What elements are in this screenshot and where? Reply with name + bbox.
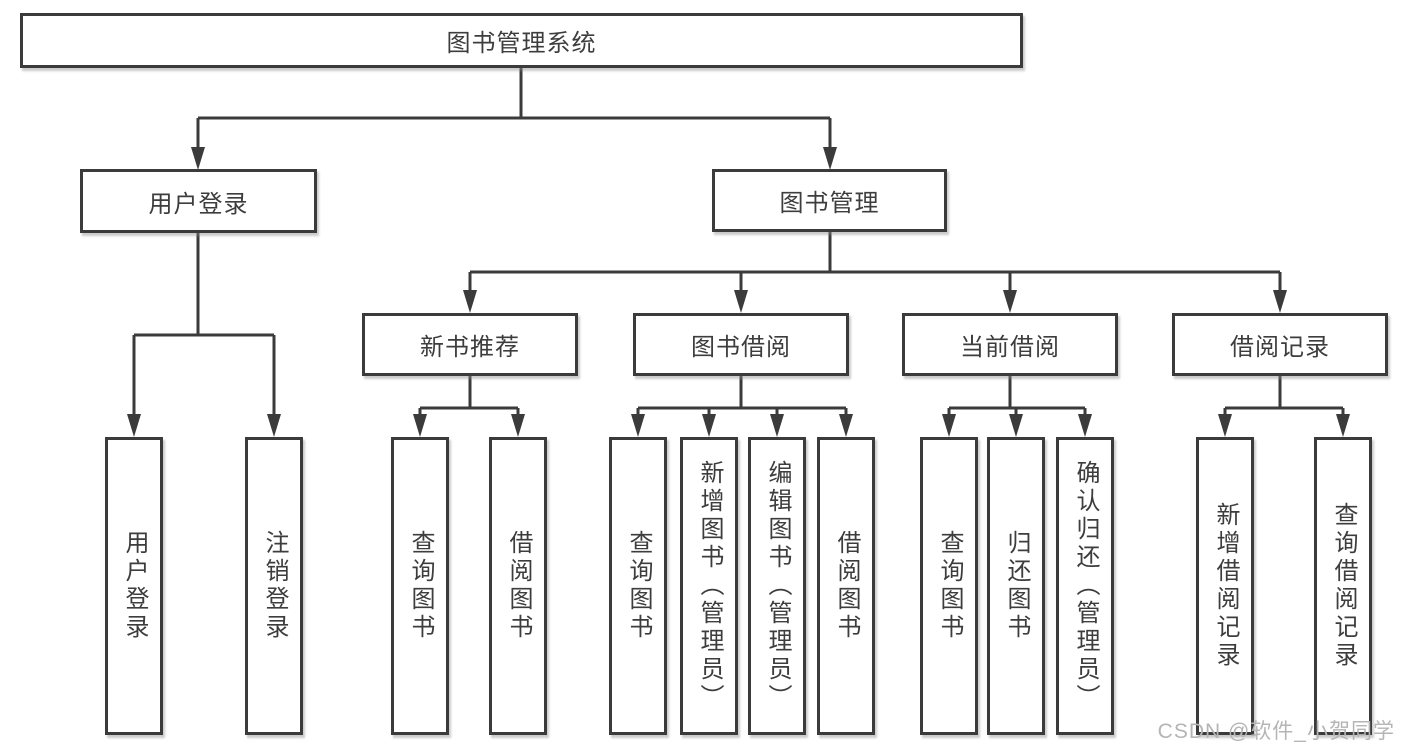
leaf-query-borrow-record: 查询借阅记录 (1314, 437, 1372, 735)
leaf-add-borrow-record: 新增借阅记录 (1196, 437, 1254, 735)
node-label: 编辑图书（管理员） (764, 460, 791, 712)
node-book-management: 图书管理 (712, 169, 947, 232)
arrowhead-icons (127, 147, 1350, 437)
leaf-query-books-recommend: 查询图书 (391, 437, 449, 735)
node-new-book-recommend: 新书推荐 (362, 313, 578, 376)
leaf-return-books: 归还图书 (987, 437, 1045, 735)
leaf-borrow-books-recommend: 借阅图书 (489, 437, 547, 735)
node-label: 确认归还（管理员） (1072, 460, 1099, 712)
leaf-query-books-current: 查询图书 (920, 437, 978, 735)
node-label: 借阅记录 (1230, 334, 1330, 361)
node-label: 注销登录 (261, 530, 288, 642)
node-label: 用户登录 (121, 530, 148, 642)
leaf-confirm-return-admin: 确认归还（管理员） (1056, 437, 1114, 735)
csdn-watermark: CSDN @软件_小贺同学 (1157, 720, 1395, 743)
node-label: 图书管理系统 (446, 30, 597, 57)
node-label: 查询借阅记录 (1330, 502, 1357, 670)
node-label: 新书推荐 (420, 334, 520, 361)
node-label: 借阅图书 (505, 530, 532, 642)
node-label: 用户登录 (148, 190, 249, 218)
leaf-logout: 注销登录 (245, 437, 303, 735)
node-label: 查询图书 (936, 530, 963, 642)
node-label: 新增借阅记录 (1212, 502, 1239, 670)
node-book-borrow: 图书借阅 (633, 313, 849, 376)
node-label: 借阅图书 (833, 530, 860, 642)
node-label: 当前借阅 (960, 334, 1060, 361)
node-label: 查询图书 (625, 530, 652, 642)
leaf-edit-book-admin: 编辑图书（管理员） (748, 437, 806, 735)
node-user-login: 用户登录 (80, 169, 317, 233)
leaf-user-login: 用户登录 (105, 437, 163, 735)
node-borrow-records: 借阅记录 (1172, 313, 1388, 376)
node-current-borrow: 当前借阅 (902, 313, 1118, 376)
node-label: 新增图书（管理员） (696, 460, 723, 712)
node-label: 查询图书 (407, 530, 434, 642)
node-root-system: 图书管理系统 (20, 13, 1023, 68)
leaf-borrow-books: 借阅图书 (817, 437, 875, 735)
leaf-add-book-admin: 新增图书（管理员） (680, 437, 738, 735)
node-label: 归还图书 (1003, 530, 1030, 642)
node-label: 图书管理 (779, 190, 880, 217)
node-label: 图书借阅 (691, 334, 791, 361)
leaf-query-books-borrow: 查询图书 (609, 437, 667, 735)
